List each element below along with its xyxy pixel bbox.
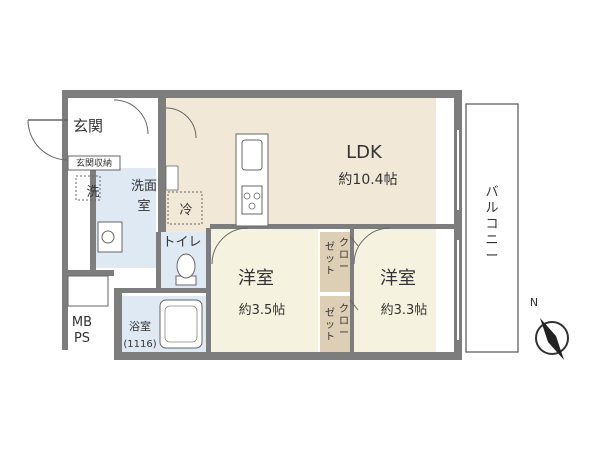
genkan-storage-label: 玄関収納 [76,157,112,169]
balcony-label-1: バ [485,185,498,200]
balcony-label-3: コ [485,217,498,232]
fridge-label: 冷 [179,203,192,218]
genkan-storage-box [67,155,121,171]
closet-upper-label-4: ゼ [325,241,335,253]
wall-right [454,90,462,360]
laundry-box [75,175,101,201]
stove-burner-icon [243,192,251,200]
closet-lower-label-4: ゼ [325,307,335,319]
mbps-box [67,275,109,307]
ldk-floor [166,98,436,226]
closet-lower-label-3: ー [339,328,349,339]
stove-burner-icon-3 [248,202,256,210]
washroom-label-line2: 室 [137,198,150,214]
stove-burner-icon-2 [253,192,261,200]
compass-north-label: N [530,296,538,309]
closet-lower [320,296,350,352]
compass-ring [535,321,569,355]
western-right-door-arc [353,227,391,265]
western-left-size: 約3.5帖 [239,303,286,318]
balcony-label-2: ル [485,201,498,216]
mbps-label-1: MB [72,315,92,330]
fridge-small-label-box [165,165,179,191]
closet-upper-label-6: ト [325,266,335,277]
closet-upper-label-2: ロ [339,250,349,261]
genkan-label: 玄関 [73,117,103,135]
wall-bath-left [114,288,122,358]
wall-mbps [62,270,114,276]
entrance-door-arc [27,119,69,161]
bathtub-icon [159,299,203,349]
western-left-label: 洋室 [238,268,274,289]
wall-left [62,90,68,326]
bathtub-inner [164,305,198,343]
closet-upper-label-1: ク [339,237,349,249]
wall-washroom-left [90,168,96,270]
wall-mbps-left [62,270,68,350]
balcony-label-5: ー [485,249,498,264]
closet-lower-label-5: ッ [325,320,335,331]
western-right-label: 洋室 [380,268,416,289]
fridge-box [167,191,203,225]
bath-label: 浴室 [129,319,151,333]
western-left-floor [210,228,318,352]
balcony-floor [465,103,519,353]
closet-upper [320,232,350,292]
closet-lower-door [349,299,359,311]
wall-toilet-left [156,232,161,288]
laundry-label: 洗 [86,185,99,200]
wall-between-rooms [350,228,354,352]
wall-genkan-ldk [158,98,166,232]
closet-lower-label-1: ク [339,303,349,315]
closet-lower-label-2: ロ [339,316,349,327]
ldk-door-arc [165,107,197,139]
ldk-size: 約10.4帖 [338,172,397,188]
closet-lower-label-6: ト [325,332,335,343]
toilet-bowl-icon [176,253,196,279]
western-right-floor [352,228,436,352]
kitchen-stove-icon [241,185,263,215]
western-right-size: 約3.3帖 [381,303,428,318]
sink-basin-icon [101,230,115,244]
wall-top [62,90,460,98]
compass-needle-icon [540,318,564,360]
western-left-door-arc [211,227,249,265]
bath-spec: (1116) [123,339,156,350]
closet-upper-door [349,235,359,247]
closet-upper-label-5: ッ [325,254,335,265]
wall-bottom [114,352,462,360]
wall-ldk-rooms [210,224,456,229]
washroom-label-line1: 洗面 [131,179,157,194]
mbps-label-2: PS [74,331,90,346]
wall-toilet-bath [122,288,210,293]
toilet-label: トイレ [162,235,201,250]
ldk-label: LDK [346,142,383,163]
genkan-door-arc [113,99,149,135]
kitchen-sink-icon [241,139,263,171]
balcony-label-4: ニ [485,233,498,248]
closet-upper-label-3: ー [339,262,349,273]
